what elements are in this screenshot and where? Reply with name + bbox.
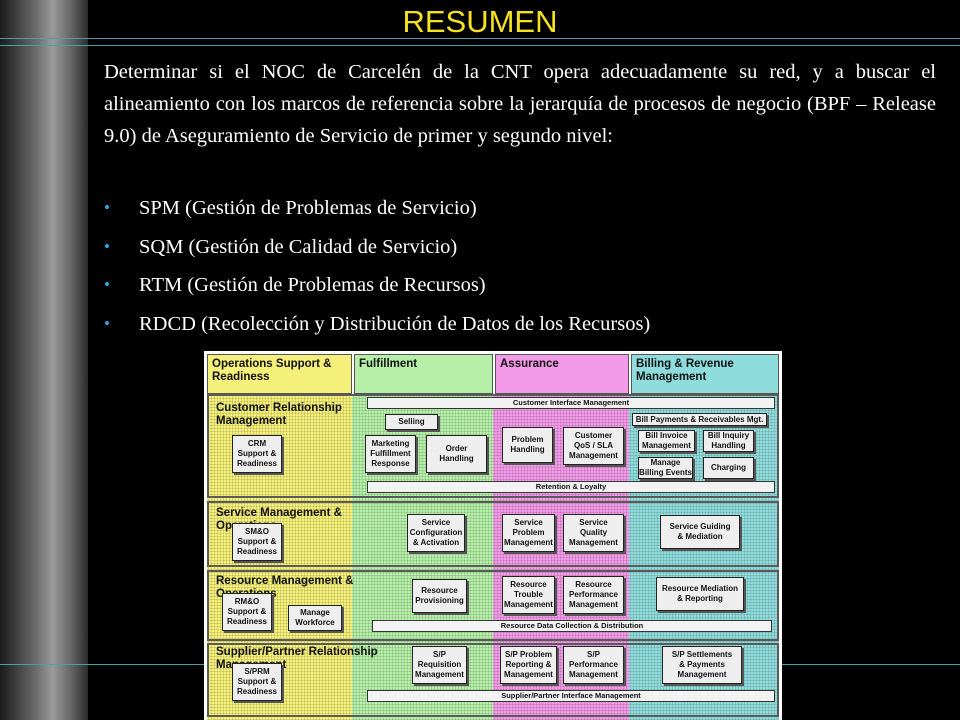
box-service-problem: Service Problem Management (502, 514, 555, 552)
box-manage-workforce: Manage Workforce (288, 605, 342, 631)
slide-title: RESUMEN (402, 4, 558, 39)
bullet-text: RTM (Gestión de Problemas de Recursos) (139, 274, 486, 296)
box-bill-inquiry: Bill Inquiry Handling (703, 430, 754, 452)
top-rule-2 (0, 45, 960, 46)
left-decorative-bar (0, 0, 88, 720)
header-osr: Operations Support & Readiness (207, 354, 352, 394)
bullet-icon: • (104, 236, 110, 256)
bullet-item: • RDCD (Recolección y Distribución de Dat… (104, 308, 650, 347)
row-sprm (207, 643, 779, 717)
box-problem-handling: Problem Handling (502, 427, 553, 463)
bullet-icon: • (104, 313, 110, 333)
summary-paragraph: Determinar si el NOC de Carcelén de la C… (104, 61, 936, 147)
header-billing: Billing & Revenue Management (631, 354, 779, 394)
box-bill-invoice: Bill Invoice Management (638, 430, 695, 452)
box-sp-requisition: S/P Requisition Management (412, 646, 467, 684)
box-resource-trouble: Resource Trouble Management (502, 576, 555, 614)
header-assurance: Assurance (495, 354, 629, 394)
bullet-item: • SQM (Gestión de Calidad de Servicio) (104, 231, 650, 270)
bullet-item: • RTM (Gestión de Problemas de Recursos) (104, 269, 650, 308)
bar-retention: Retention & Loyalty (367, 481, 775, 493)
box-service-config: Service Configuration & Activation (407, 514, 465, 552)
bullet-icon: • (104, 198, 110, 217)
bullet-text: SPM (Gestión de Problemas de Servicio) (139, 197, 477, 219)
box-sp-performance: S/P Performance Management (563, 646, 624, 684)
box-service-guiding: Service Guiding & Mediation (660, 515, 740, 549)
label-crm: Customer Relationship Management (216, 402, 342, 427)
etom-diagram: Operations Support & Readiness Fulfillme… (204, 351, 782, 720)
box-marketing: Marketing Fulfillment Response (365, 435, 416, 473)
bar-resource-data: Resource Data Collection & Distribution (372, 620, 772, 632)
box-smo-support: SM&O Support & Readiness (232, 523, 282, 561)
header-fulfillment: Fulfillment (354, 354, 493, 394)
box-sp-problem: S/P Problem Reporting & Management (500, 646, 557, 684)
row-crm (207, 394, 779, 498)
box-rmo-support: RM&O Support & Readiness (222, 593, 272, 631)
bar-supplier-interface: Supplier/Partner Interface Management (367, 690, 775, 702)
box-order-handling: Order Handling (426, 435, 487, 473)
row-rmo (207, 570, 779, 641)
box-manage-billing: Manage Billing Events (638, 457, 693, 479)
top-rule (0, 38, 960, 39)
bar-customer-interface: Customer Interface Management (367, 397, 775, 409)
box-resource-performance: Resource Performance Management (563, 576, 624, 614)
bullet-text: SQM (Gestión de Calidad de Servicio) (139, 235, 458, 258)
bullet-text: RDCD (Recolección y Distribución de Dato… (139, 312, 651, 335)
bullet-list: •SPM (Gestión de Problemas de Servicio) … (104, 192, 650, 346)
box-service-quality: Service Quality Management (563, 514, 624, 552)
box-crm-support: CRM Support & Readiness (232, 435, 282, 473)
bullet-item: • SPM (Gestión de Problemas de Servicio) (104, 192, 650, 231)
box-selling: Selling (385, 414, 438, 430)
box-charging: Charging (703, 457, 754, 479)
box-sprm-support: S/PRM Support & Readiness (232, 663, 282, 701)
row-smo (207, 501, 779, 567)
box-customer-qos: Customer QoS / SLA Management (563, 427, 624, 465)
box-resource-provisioning: Resource Provisioning (412, 579, 467, 613)
box-bill-payments: Bill Payments & Receivables Mgt. (632, 413, 767, 426)
box-resource-mediation: Resource Mediation & Reporting (656, 577, 744, 611)
box-sp-settlements: S/P Settlements & Payments Management (662, 646, 742, 684)
bullet-icon: • (104, 275, 110, 294)
